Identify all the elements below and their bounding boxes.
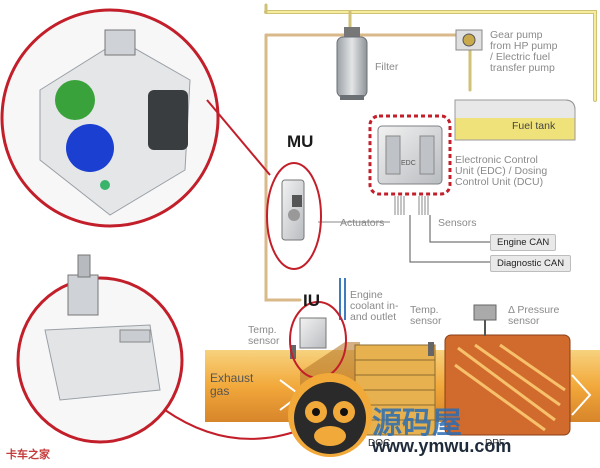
pressure-sensor-label: Δ Pressure sensor [508, 304, 560, 327]
diagnostic-can-box: Diagnostic CAN [490, 255, 572, 272]
engine-can-box: Engine CAN [490, 234, 557, 251]
mu-metering-unit [281, 179, 305, 241]
mu-highlight-ring [266, 162, 322, 270]
ecu-unit [368, 114, 452, 196]
iu-label: IU [303, 291, 320, 310]
filter-label: Filter [375, 61, 399, 73]
iu-injection-unit [299, 278, 346, 349]
ecu-label: Electronic Control Unit (EDC) / Dosing C… [455, 154, 548, 188]
watermark-brand-cn: 源码屋 [372, 407, 462, 440]
temp-sensor-left-label: Temp. sensor [248, 324, 280, 347]
ecu-chip-label: EDC [401, 160, 416, 167]
iu-detail-connector [164, 409, 301, 440]
mu-detail-connector [206, 99, 271, 176]
fuel-tank-label: Fuel tank [512, 120, 556, 132]
dpf-label: DPF [485, 438, 505, 449]
doc-label: DOC [368, 438, 391, 449]
pressure-sensor-body [473, 304, 497, 321]
gear-pump [455, 29, 483, 51]
temp-sensor-left [290, 345, 296, 359]
watermark-bottom-left: 卡车之家 [6, 449, 50, 461]
dpf-filter [444, 334, 571, 436]
temp-sensor-mid [428, 342, 434, 356]
fuel-tank [454, 99, 576, 141]
actuators-label: Actuators [340, 217, 385, 229]
watermark-url: www.ymwu.com [372, 436, 512, 456]
watermark-monkey-logo [288, 373, 372, 457]
temp-sensor-mid-label: Temp. sensor [410, 304, 442, 327]
mu-detail-view [0, 8, 220, 228]
sensors-label: Sensors [438, 217, 477, 229]
fuel-filter [336, 27, 368, 100]
gear-pump-label: Gear pump from HP pump / Electric fuel t… [490, 29, 558, 74]
iu-detail-view [16, 254, 184, 444]
mu-label: MU [287, 132, 314, 151]
coolant-label: Engine coolant in- and outlet [350, 289, 399, 323]
exhaust-gas-label: Exhaust gas [210, 371, 254, 398]
signal-wires [318, 196, 490, 263]
